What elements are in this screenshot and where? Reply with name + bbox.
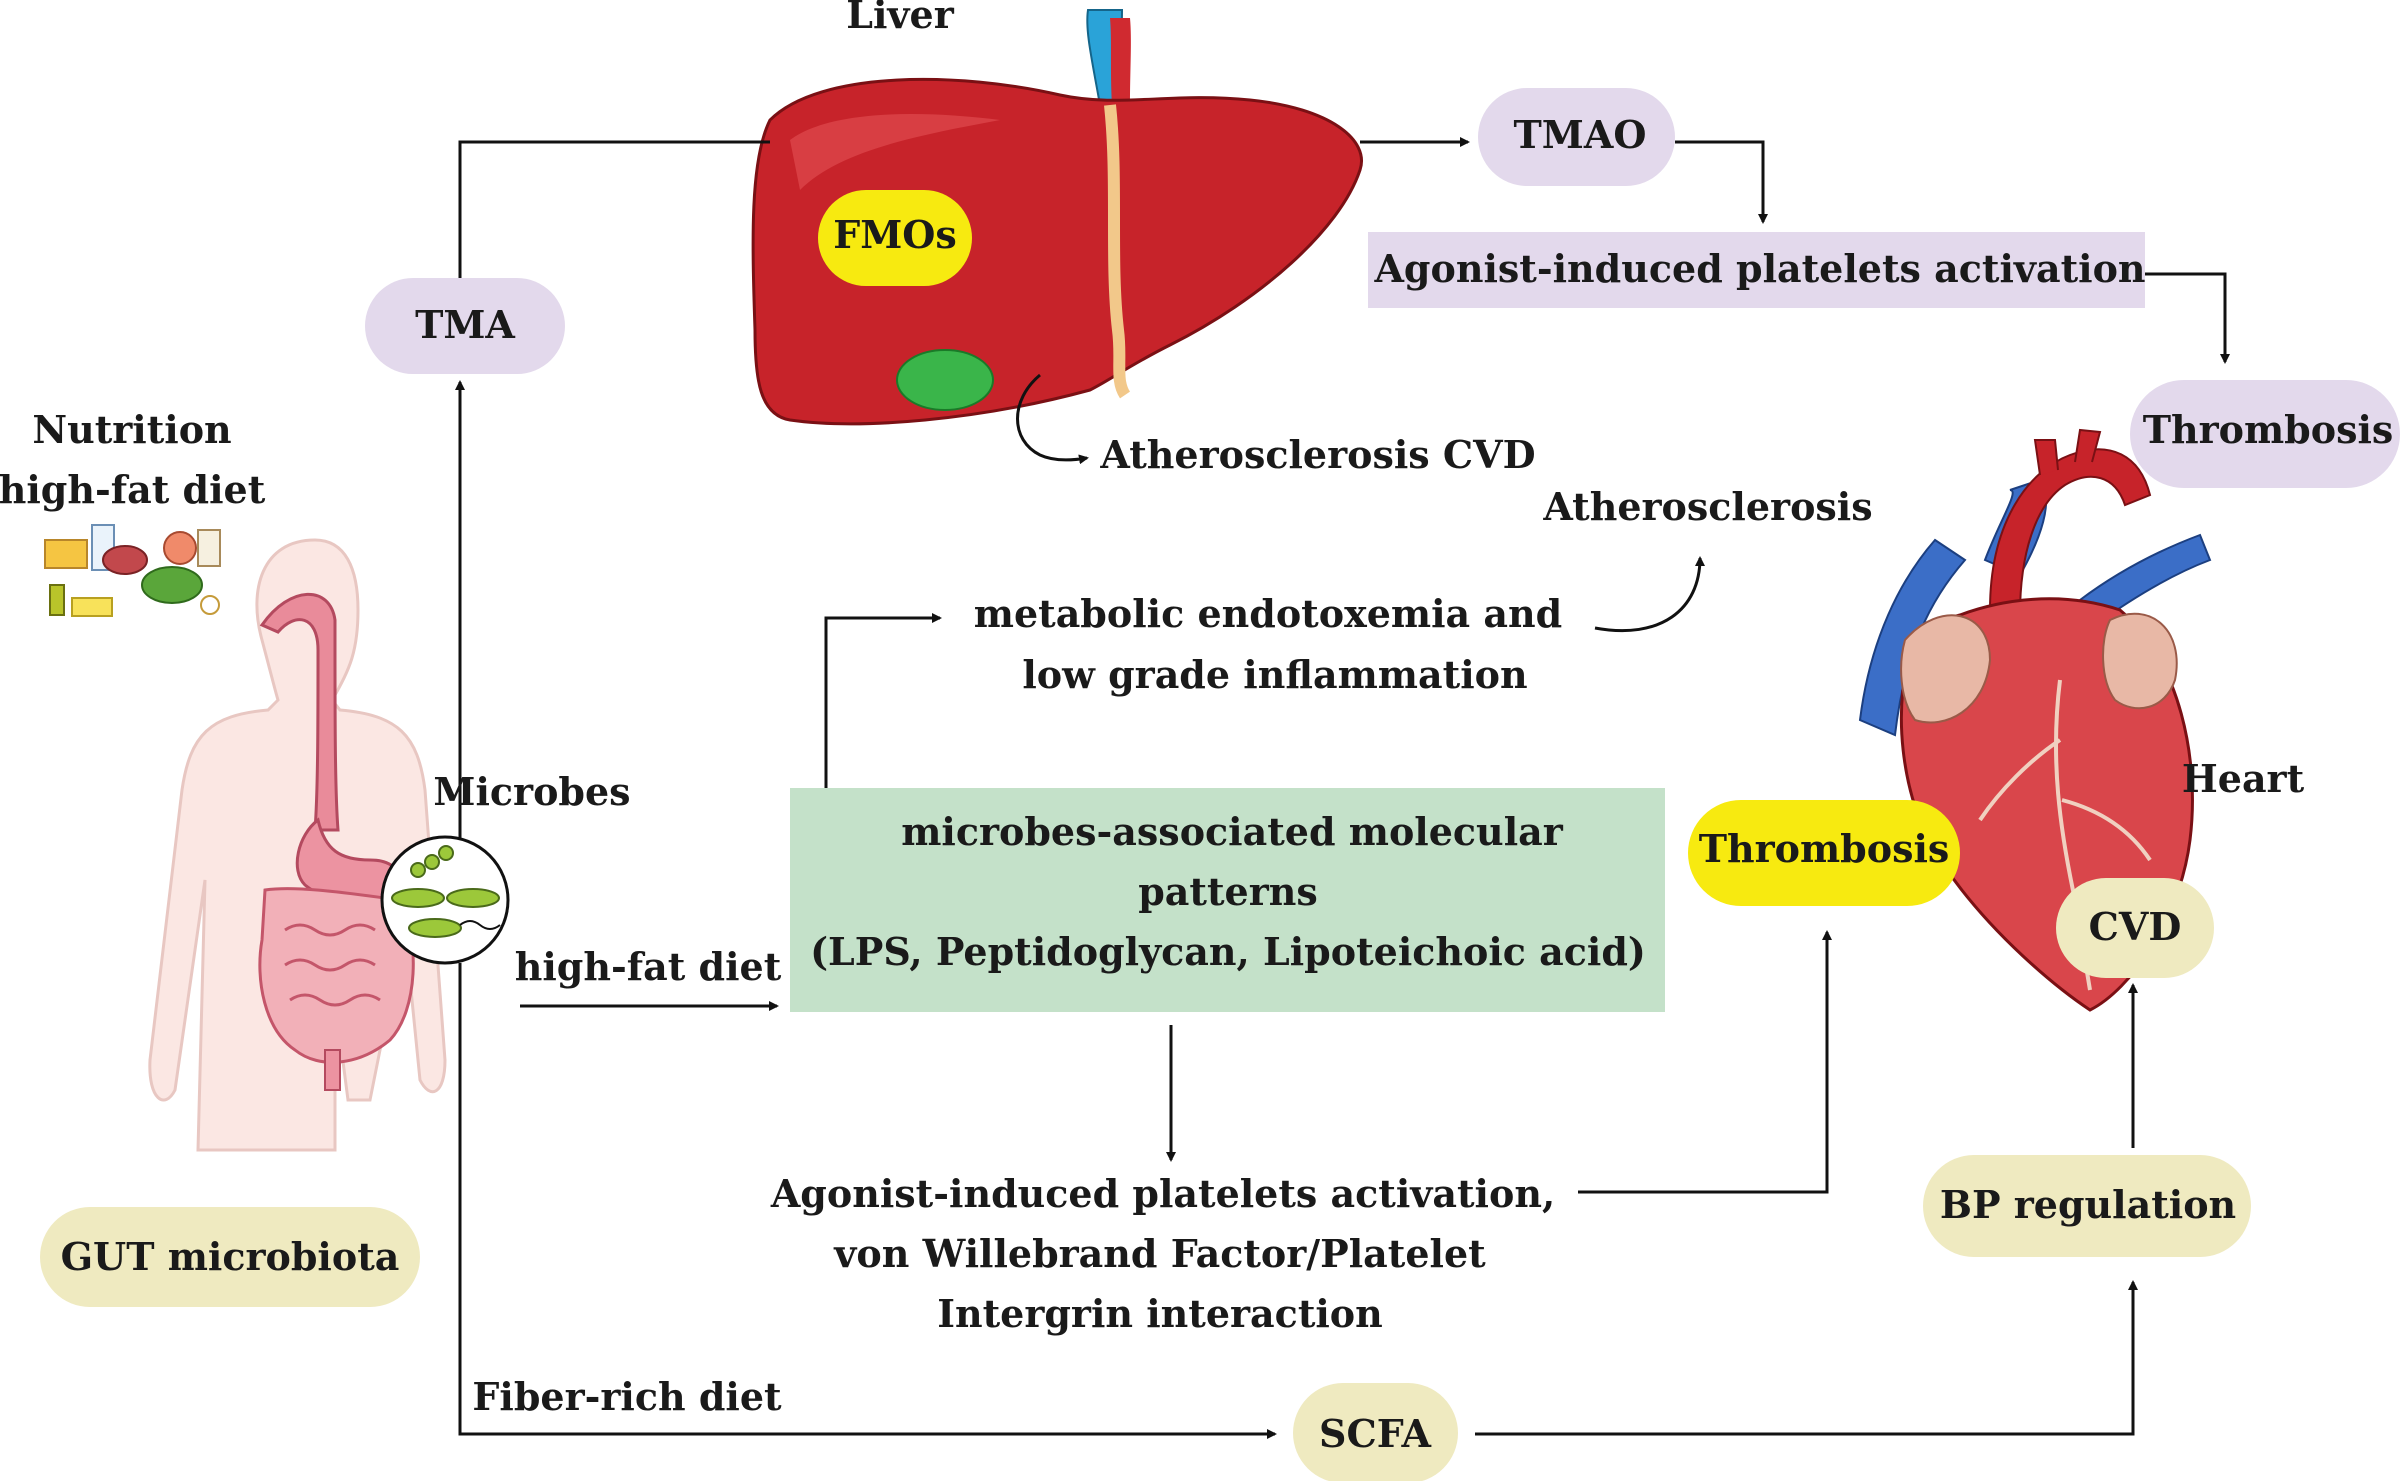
- node-thrombosis-mid: Thrombosis: [1688, 800, 1960, 906]
- left-atrium: [2102, 612, 2178, 710]
- butter-icon: [71, 597, 113, 617]
- node-bp: BP regulation: [1923, 1155, 2251, 1257]
- agonist-bottom-line-1: Agonist-induced platelets activation,: [770, 1171, 1555, 1216]
- arrow-mamp-to-metabolic: [824, 613, 942, 788]
- salad-bowl-icon: [141, 566, 203, 604]
- arrow-scfa-to-bp: [1475, 1280, 2138, 1436]
- node-cvd: CVD: [2056, 878, 2214, 978]
- microbes-magnifier: [380, 835, 510, 965]
- tmao-label: TMAO: [1514, 112, 1647, 157]
- atherosclerosis-label: Atherosclerosis: [1542, 484, 1872, 529]
- arrow-liver-to-atherosclerosis-cvd: [1016, 373, 1089, 465]
- aortic-branches: [2033, 428, 2102, 476]
- right-atrium: [1900, 614, 1992, 724]
- arrow-metabolic-to-atherosclerosis: [1594, 556, 1705, 633]
- node-tma: TMA: [365, 278, 565, 374]
- nutrition-label-2: high-fat diet: [0, 467, 266, 512]
- metabolic-label-1: metabolic endotoxemia and: [974, 591, 1562, 636]
- carton-icon: [197, 529, 221, 567]
- liver-label: Liver: [846, 0, 954, 37]
- mamp-line-3: (LPS, Peptidoglycan, Lipoteichoic acid): [810, 929, 1646, 974]
- body-silhouette: [148, 538, 447, 1152]
- mamp-line-2: patterns: [1138, 869, 1318, 914]
- liver-highlight: [790, 114, 1000, 190]
- node-thrombosis-top: Thrombosis: [2130, 380, 2400, 488]
- node-scfa: SCFA: [1293, 1383, 1458, 1481]
- falciform-ligament: [1104, 104, 1131, 399]
- bp-label: BP regulation: [1940, 1182, 2236, 1227]
- scfa-label: SCFA: [1319, 1411, 1431, 1456]
- node-mamp: microbes-associated molecular patterns (…: [790, 788, 1665, 1012]
- fiber-label: Fiber-rich diet: [472, 1374, 782, 1419]
- fmos-badge: [818, 190, 972, 286]
- mamp-line-1: microbes-associated molecular: [901, 809, 1564, 854]
- fmos-label: FMOs: [833, 212, 957, 257]
- cheese-icon: [44, 539, 88, 569]
- aorta-icon: [1110, 18, 1131, 105]
- tma-label: TMA: [415, 302, 515, 347]
- agonist-top-label: Agonist-induced platelets activation: [1373, 246, 2145, 291]
- agonist-bottom-line-3: Intergrin interaction: [937, 1291, 1383, 1336]
- food-icons: [44, 524, 221, 617]
- liver-lobes: [751, 77, 1363, 426]
- olive-oil-icon: [49, 584, 65, 616]
- coccus-1: [410, 862, 426, 878]
- cvd-label: CVD: [2089, 904, 2182, 949]
- bacillus-1: [391, 888, 445, 908]
- liver-illustration: FMOs: [751, 9, 1363, 426]
- metabolic-label-2: low grade inflammation: [1022, 652, 1527, 697]
- highfat-label: high-fat diet: [515, 944, 782, 989]
- node-gut: GUT microbiota: [40, 1207, 420, 1307]
- thrombosis-top-label: Thrombosis: [2143, 407, 2394, 452]
- coccus-3: [438, 845, 454, 861]
- rectum: [324, 1049, 341, 1091]
- athero-cvd-label: Atherosclerosis CVD: [1099, 432, 1535, 477]
- egg-icon: [200, 595, 220, 615]
- gut-label: GUT microbiota: [61, 1234, 400, 1279]
- microbes-label: Microbes: [433, 769, 630, 814]
- arrow-agonist-to-thrombosis: [2145, 272, 2230, 364]
- flagellum: [459, 920, 501, 930]
- bacillus-3: [408, 918, 462, 938]
- line-tma-to-liver: [458, 140, 770, 278]
- esophagus: [259, 592, 340, 832]
- thrombosis-mid-label: Thrombosis: [1699, 826, 1950, 871]
- arrow-agonist-to-thrombosis-mid: [1578, 930, 1832, 1194]
- intestine-coils: [284, 923, 381, 1007]
- donut-icon: [163, 531, 197, 565]
- agonist-bottom-line-2: von Willebrand Factor/Platelet: [833, 1231, 1486, 1276]
- pulmonary-vein-icon: [2078, 533, 2212, 627]
- intestines: [258, 887, 415, 1064]
- steak-icon: [102, 545, 148, 575]
- arrow-gut-to-scfa: [458, 963, 1277, 1439]
- coccus-2: [424, 854, 440, 870]
- heart-label: Heart: [2182, 756, 2305, 801]
- connectors: [455, 137, 2230, 1439]
- bacillus-2: [446, 888, 500, 908]
- nutrition-label-1: Nutrition: [32, 407, 231, 452]
- gallbladder-icon: [896, 349, 994, 411]
- human-body-illustration: [148, 538, 447, 1152]
- node-tmao: TMAO: [1478, 88, 1675, 186]
- arrow-tmao-to-agonist: [1675, 140, 1768, 224]
- node-agonist-top: Agonist-induced platelets activation: [1368, 232, 2146, 308]
- aortic-arch-icon: [1988, 448, 2152, 617]
